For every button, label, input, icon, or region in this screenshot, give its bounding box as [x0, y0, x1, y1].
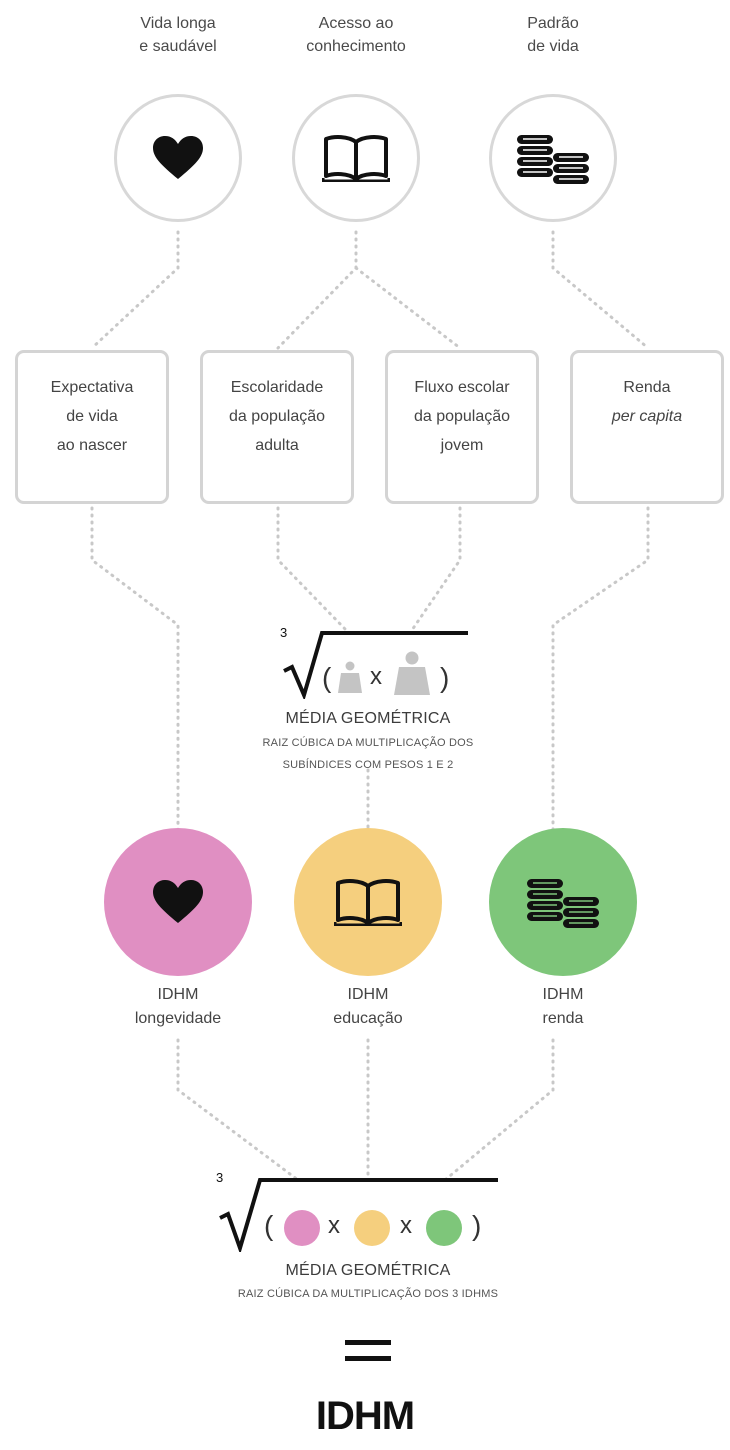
final-formula-title: MÉDIA GEOMÉTRICA	[285, 1262, 451, 1279]
close-paren: )	[440, 662, 450, 693]
indicator-adult-schooling: Escolaridade da população adulta	[200, 350, 354, 504]
open-paren: (	[264, 1210, 274, 1241]
result-label: IDHM	[315, 1394, 415, 1438]
dimension-circle-knowledge	[292, 94, 420, 222]
idhm-income-circle	[489, 828, 637, 976]
heart-icon	[153, 880, 203, 923]
idhm-longevity-circle	[104, 828, 252, 976]
open-paren: (	[322, 662, 332, 693]
dimension-circle-health	[114, 94, 242, 222]
root-symbol	[283, 631, 468, 699]
final-formula-subtitle: RAIZ CÚBICA DA MULTIPLICAÇÃO DOS 3 IDHMS	[237, 1288, 499, 1300]
times-sign: x	[328, 1212, 340, 1239]
income-dot	[426, 1210, 462, 1246]
dimension-circle-income	[489, 94, 617, 222]
close-paren: )	[472, 1210, 482, 1241]
final-formula: 3 ( x x )	[210, 1170, 500, 1260]
education-dot	[354, 1210, 390, 1246]
indicator-income-per-capita: Renda per capita	[570, 350, 724, 504]
longevity-dot	[284, 1210, 320, 1246]
idhm-education-circle	[294, 828, 442, 976]
indicator-youth-school-flow: Fluxo escolar da população jovem	[385, 350, 539, 504]
book-icon	[334, 879, 402, 926]
coins-icon	[527, 879, 599, 928]
root-index: 3	[280, 625, 288, 640]
weight-icon	[338, 661, 362, 693]
coins-icon	[517, 135, 589, 184]
indicator-life-expectancy: Expectativa de vida ao nascer	[15, 350, 169, 504]
formula-subtitle: RAIZ CÚBICA DA MULTIPLICAÇÃO DOS SUBÍNDI…	[262, 737, 474, 771]
times-sign: x	[370, 663, 382, 690]
times-sign: x	[400, 1212, 412, 1239]
heart-icon	[153, 136, 203, 179]
education-formula: 3 ( x )	[270, 625, 470, 705]
root-symbol	[219, 1178, 498, 1252]
formula-title: MÉDIA GEOMÉTRICA	[285, 710, 451, 727]
equals-sign: =	[345, 1340, 391, 1362]
weight-icon	[394, 651, 430, 695]
book-icon	[322, 135, 390, 182]
root-index: 3	[216, 1170, 224, 1185]
